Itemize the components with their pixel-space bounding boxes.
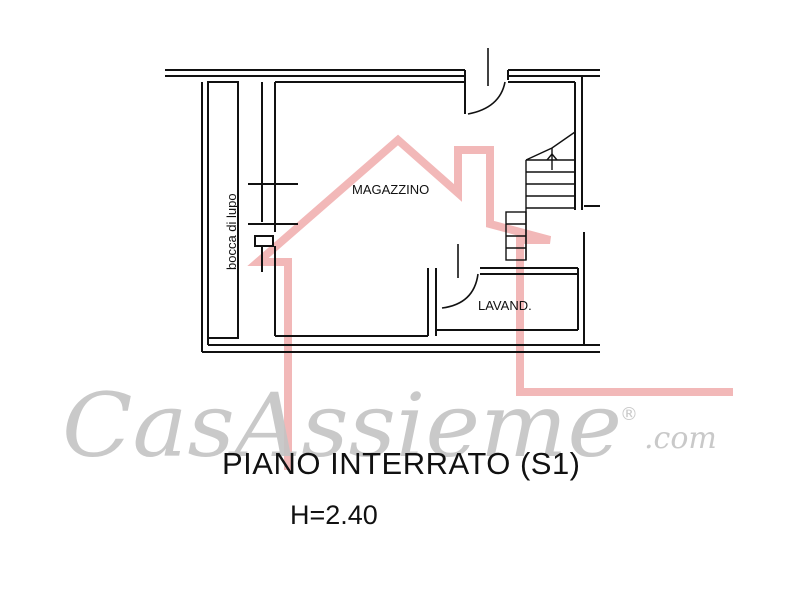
doors — [441, 48, 506, 309]
floor-title: PIANO INTERRATO (S1) — [222, 446, 581, 481]
label-bocca-di-lupo: bocca di lupo — [224, 193, 239, 270]
label-magazzino: MAGAZZINO — [352, 182, 429, 197]
stair-arrow-head — [546, 152, 558, 161]
walls — [165, 69, 600, 353]
watermark-registered-mark: ® — [620, 404, 638, 425]
wall-pillar — [254, 235, 274, 247]
ceiling-height: H=2.40 — [290, 500, 378, 530]
entry-door-swing — [467, 81, 506, 115]
watermark: CasAssieme .com ® — [62, 374, 717, 477]
label-lavanderia: LAVAND. — [478, 298, 532, 313]
staircase — [505, 131, 576, 261]
light-well-outline — [207, 81, 239, 339]
watermark-brand: CasAssieme — [62, 374, 622, 477]
watermark-domain: .com — [644, 421, 717, 456]
lavand-door-swing — [441, 273, 479, 309]
